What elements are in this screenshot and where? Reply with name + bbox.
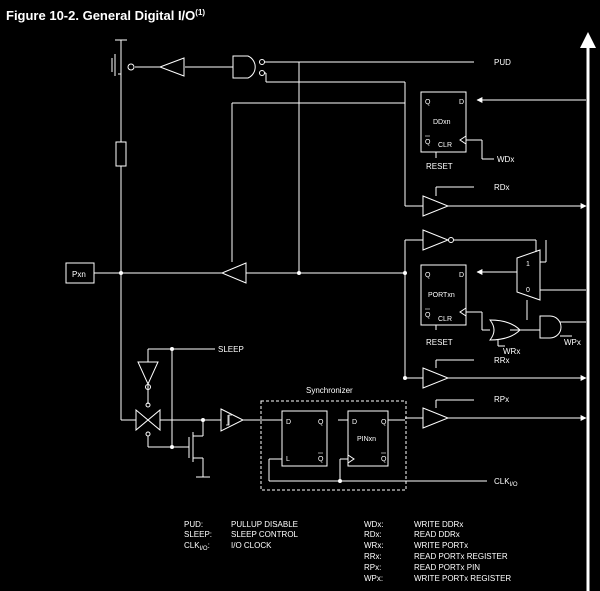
svg-text:Q: Q bbox=[318, 419, 324, 426]
signal-arrows bbox=[476, 97, 587, 421]
svg-text:PORTxn: PORTxn bbox=[428, 292, 455, 299]
legend-desc: SLEEP CONTROL bbox=[231, 530, 299, 539]
wrx-label: WRx bbox=[503, 347, 520, 356]
svg-text:D: D bbox=[352, 419, 357, 426]
sleep-label: SLEEP bbox=[218, 345, 244, 354]
legend-abbr: RDx: bbox=[364, 530, 382, 539]
junction-dots bbox=[119, 271, 407, 483]
svg-text:PINxn: PINxn bbox=[357, 436, 376, 443]
pxn-pin: Pxn bbox=[65, 262, 121, 284]
legend-abbr: SLEEP: bbox=[184, 530, 212, 539]
mux-feedback-inverter bbox=[422, 229, 454, 251]
legend-desc: WRITE PORTx bbox=[414, 541, 468, 550]
rrx-buffer bbox=[422, 367, 450, 389]
svg-text:0: 0 bbox=[526, 287, 530, 294]
legend-desc: I/O CLOCK bbox=[231, 541, 272, 550]
legend: PUD: PULLUP DISABLE SLEEP: SLEEP CONTROL… bbox=[184, 520, 511, 583]
sleep-inverter bbox=[137, 361, 159, 390]
svg-text:Q: Q bbox=[318, 456, 324, 463]
rdx-label: RDx bbox=[494, 183, 510, 192]
data-bus bbox=[580, 32, 596, 591]
schmitt-trigger bbox=[220, 408, 245, 432]
legend-abbr: PUD: bbox=[184, 520, 203, 529]
transmission-gate bbox=[135, 402, 161, 437]
portxn-clk-or-gate bbox=[488, 319, 521, 341]
pullup-resistor bbox=[115, 141, 127, 167]
pud-nand-gate bbox=[232, 55, 265, 79]
legend-abbr: WRx: bbox=[364, 541, 384, 550]
wpx-label: WPx bbox=[564, 338, 581, 347]
synchronizer: Synchronizer D Q L Q D Q PINxn Q bbox=[260, 386, 407, 491]
output-driver-buffer bbox=[220, 262, 247, 284]
svg-text:D: D bbox=[286, 419, 291, 426]
legend-desc: PULLUP DISABLE bbox=[231, 520, 298, 529]
pud-inverter bbox=[158, 57, 185, 77]
svg-text:CLR: CLR bbox=[438, 316, 452, 323]
svg-text:Pxn: Pxn bbox=[72, 270, 86, 279]
legend-desc: WRITE DDRx bbox=[414, 520, 463, 529]
portxn-register: Q D PORTxn Q CLR RESET bbox=[420, 264, 467, 347]
svg-text:DDxn: DDxn bbox=[433, 119, 451, 126]
rpx-label: RPx bbox=[494, 395, 509, 404]
legend-abbr: WDx: bbox=[364, 520, 384, 529]
legend-desc: WRITE PORTx REGISTER bbox=[414, 574, 511, 583]
svg-text:Q: Q bbox=[425, 312, 431, 319]
synchronizer-label: Synchronizer bbox=[306, 386, 353, 395]
clk-label: CLKI/O bbox=[494, 477, 518, 488]
svg-text:D: D bbox=[459, 272, 464, 279]
legend-abbr: RRx: bbox=[364, 552, 382, 561]
svg-text:Q: Q bbox=[425, 99, 431, 106]
pud-label: PUD bbox=[494, 58, 511, 67]
ddxn-reset-label: RESET bbox=[426, 162, 453, 171]
port-mux: 1 0 bbox=[516, 249, 541, 301]
svg-text:Q: Q bbox=[425, 272, 431, 279]
rdx-buffer bbox=[422, 195, 450, 217]
legend-abbr: CLKI/O: bbox=[184, 541, 210, 552]
svg-text:L: L bbox=[286, 456, 290, 463]
svg-text:D: D bbox=[459, 99, 464, 106]
figure-title: Figure 10-2. General Digital I/O(1) bbox=[6, 8, 205, 23]
pullup-gate-bubble bbox=[127, 63, 135, 71]
legend-desc: READ PORTx REGISTER bbox=[414, 552, 508, 561]
svg-text:1: 1 bbox=[526, 261, 530, 268]
rrx-label: RRx bbox=[494, 356, 510, 365]
svg-text:Q: Q bbox=[425, 139, 431, 146]
wpx-and-gate bbox=[539, 315, 562, 339]
ddxn-register: Q D DDxn Q CLR RESET bbox=[420, 91, 467, 171]
rpx-buffer bbox=[422, 407, 450, 429]
svg-text:Q: Q bbox=[381, 419, 387, 426]
wires bbox=[111, 39, 586, 482]
wdx-label: WDx bbox=[497, 155, 514, 164]
legend-abbr: RPx: bbox=[364, 563, 381, 572]
legend-abbr: WPx: bbox=[364, 574, 383, 583]
svg-text:Q: Q bbox=[381, 456, 387, 463]
svg-text:CLR: CLR bbox=[438, 142, 452, 149]
portxn-reset-label: RESET bbox=[426, 338, 453, 347]
legend-desc: READ PORTx PIN bbox=[414, 563, 480, 572]
legend-desc: READ DDRx bbox=[414, 530, 460, 539]
